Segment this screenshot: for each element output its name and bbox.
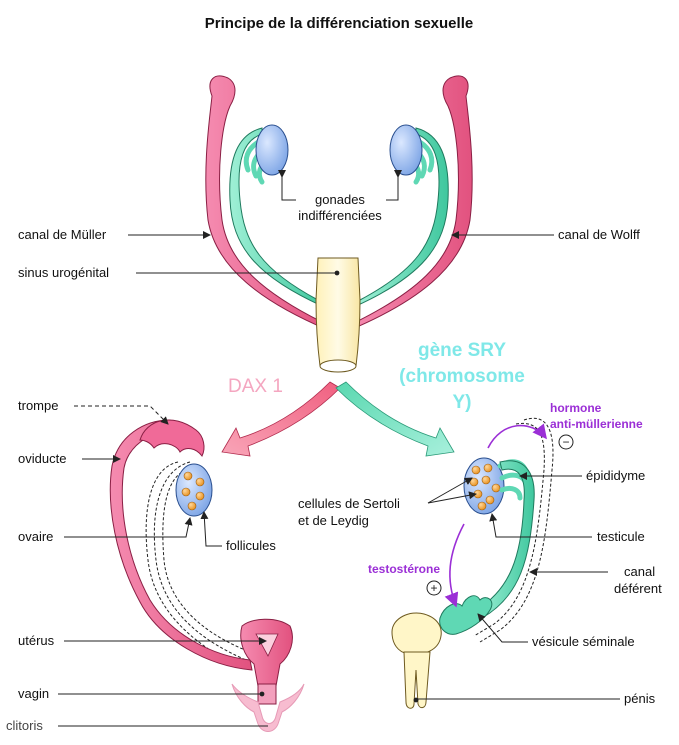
testicule-label: testicule — [597, 529, 645, 544]
oviduct — [109, 419, 253, 671]
clitoris — [231, 683, 305, 732]
trompe-label: trompe — [18, 398, 58, 413]
fallopian-tube-fimbria — [139, 419, 205, 457]
vagin-label: vagin — [18, 686, 49, 701]
muller-duct-right — [348, 75, 473, 332]
canal-deferent-label-line1: canal — [624, 564, 655, 579]
gonad-right — [389, 124, 423, 176]
gonad-left — [255, 124, 289, 176]
oviducte-label: oviducte — [18, 451, 66, 466]
sinus-opening — [319, 359, 357, 373]
sertoli-label-line2: et de Leydig — [298, 513, 369, 528]
sertoli-pointer-1 — [427, 477, 473, 504]
gonads-label-line1: gonades — [315, 192, 365, 207]
sinus-pointer-dot — [334, 270, 340, 276]
prostate — [391, 612, 442, 655]
amh-arrow — [487, 423, 547, 449]
diagram-title: Principe de la différenciation sexuelle — [205, 15, 473, 32]
vesicule-label: vésicule séminale — [532, 634, 635, 649]
wolff-label: canal de Wolff — [558, 227, 640, 242]
testicule-pointer — [489, 513, 592, 538]
seminal-vesicle — [439, 595, 493, 635]
female-system: trompe oviducte ovaire follicules utérus… — [6, 398, 305, 733]
testosterone-label: testostérone — [368, 562, 440, 576]
follicules-label: follicules — [226, 538, 276, 553]
sry-label-line1: gène SRY — [418, 340, 506, 361]
sinus-label: sinus urogénital — [18, 265, 109, 280]
sry-label-line3: Y) — [453, 392, 472, 413]
epididyme-label: épididyme — [586, 468, 645, 483]
uterus-label: utérus — [18, 633, 55, 648]
penis-pointer-dot — [413, 697, 419, 703]
male-system: hormone anti-müllerienne − testostérone … — [298, 401, 662, 709]
vesicule-pointer — [477, 613, 528, 643]
testosterone-stimulate-sign — [426, 580, 442, 596]
amh-label-line2: anti-müllerienne — [550, 417, 643, 431]
gonad-pointer-left — [278, 170, 296, 201]
muller-duct-left — [205, 75, 330, 332]
sry-label-line2: (chromosome — [399, 366, 525, 387]
clitoris-label: clitoris — [6, 718, 43, 733]
sertoli-label-line1: cellules de Sertoli — [298, 496, 400, 511]
sertoli-pointer-2 — [427, 491, 477, 504]
amh-label-line1: hormone — [550, 401, 602, 415]
amh-inhibit-sign — [558, 434, 574, 450]
gonads-label-line2: indifférenciées — [298, 208, 382, 223]
trompe-pointer — [74, 405, 169, 425]
follicules-pointer — [200, 511, 222, 547]
ovary-follicles — [181, 471, 205, 511]
canal-deferent-label-line2: déférent — [614, 581, 662, 596]
dax1-label: DAX 1 — [228, 376, 283, 397]
indifferent-stage: gonades indifférenciées canal de Müller … — [18, 75, 640, 373]
testosterone-sign-text: + — [430, 581, 437, 595]
regressed-wolff-duct — [145, 461, 251, 669]
muller-label: canal de Müller — [18, 227, 107, 242]
ovaire-label: ovaire — [18, 529, 53, 544]
penis-label: pénis — [624, 691, 656, 706]
male-branch-arrow — [335, 381, 455, 457]
amh-sign-text: − — [562, 435, 569, 449]
branch-arrows: DAX 1 gène SRY (chromosome Y) — [221, 340, 525, 457]
penis — [403, 651, 431, 709]
sertoli-leydig-cells — [469, 463, 501, 511]
gonad-pointer-right — [386, 170, 402, 201]
testosterone-arrow — [444, 523, 465, 608]
female-branch-arrow — [221, 381, 341, 457]
ovaire-pointer — [64, 517, 193, 538]
